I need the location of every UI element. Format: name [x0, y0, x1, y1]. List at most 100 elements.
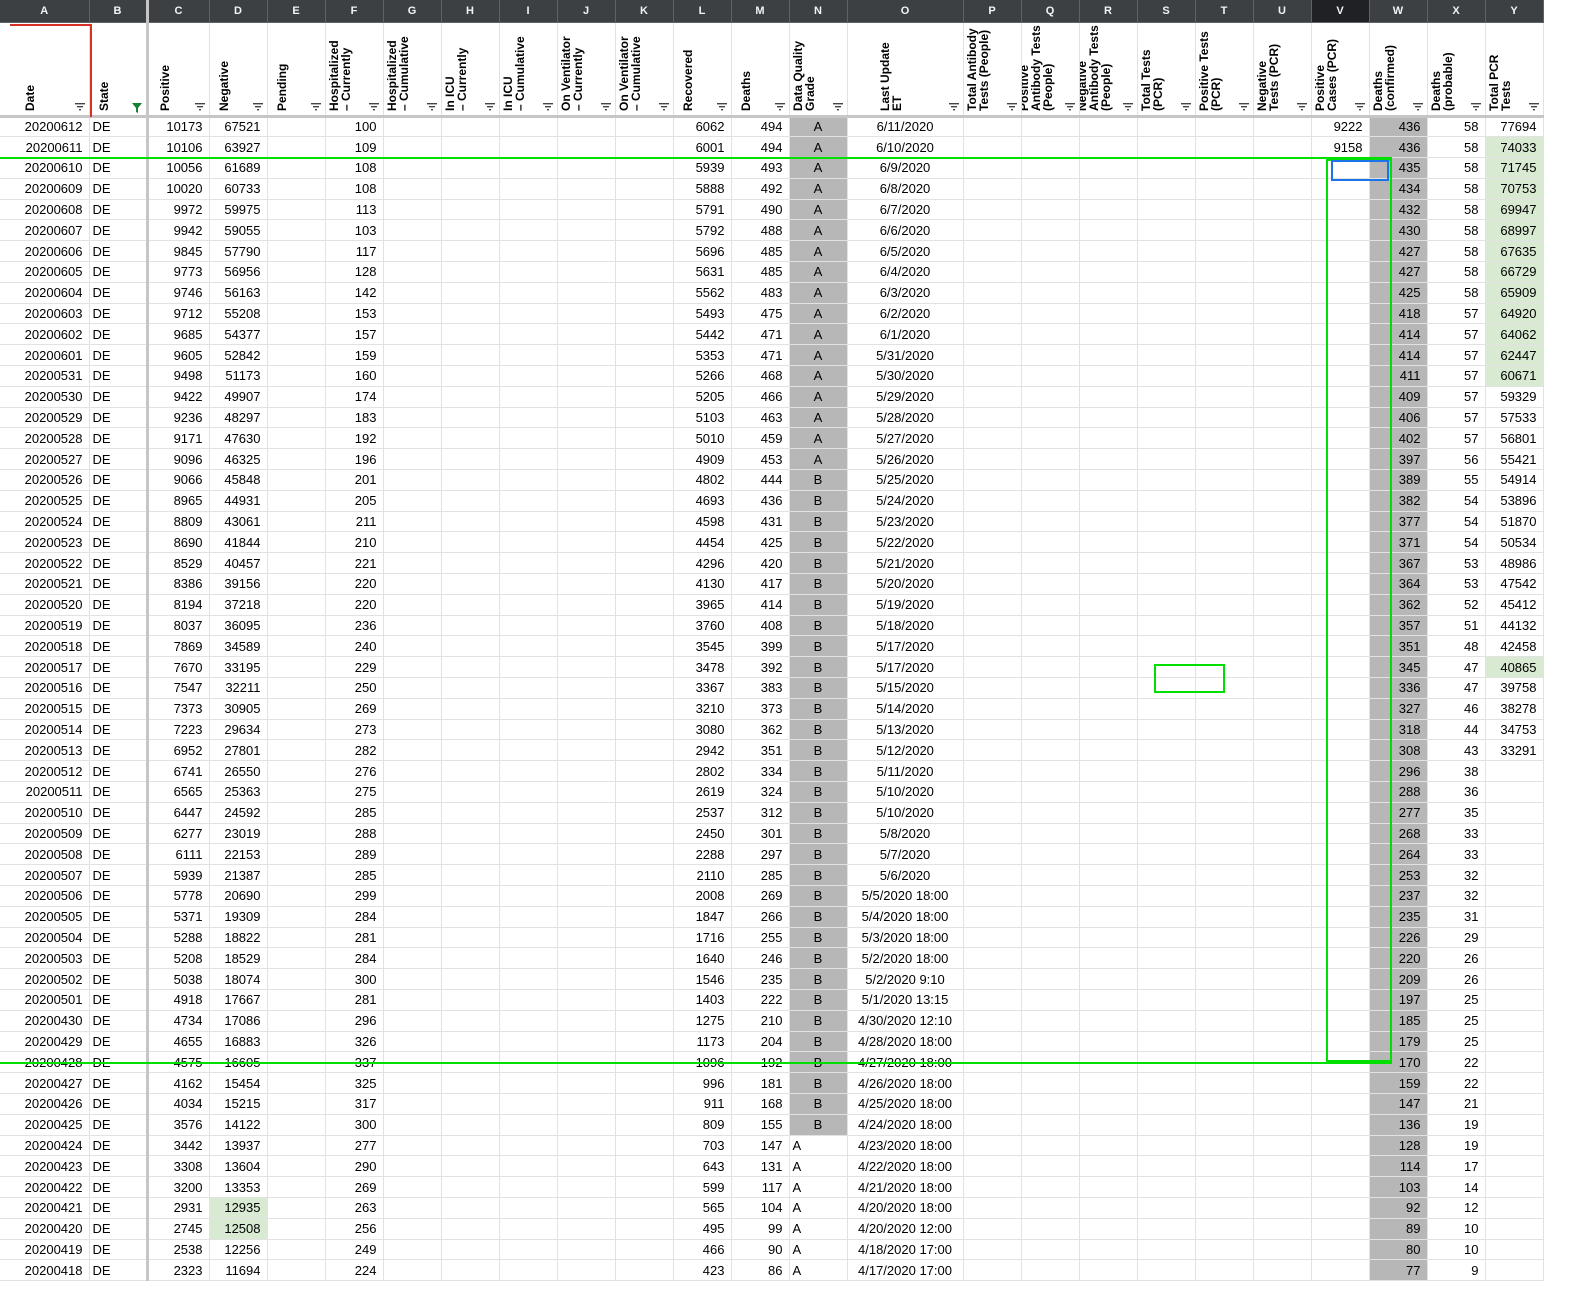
filter-icon[interactable]	[74, 102, 85, 111]
cell-h[interactable]	[441, 386, 500, 408]
cell-q[interactable]	[1021, 1135, 1080, 1157]
cell-o[interactable]: 5/2/2020 9:10	[847, 968, 964, 990]
cell-f[interactable]: 285	[325, 864, 384, 886]
filter-icon[interactable]	[1528, 102, 1539, 111]
cell-u[interactable]	[1253, 1239, 1312, 1261]
cell-p[interactable]	[963, 552, 1022, 575]
cell-n[interactable]: A	[789, 1259, 848, 1282]
cell-r[interactable]	[1079, 365, 1138, 387]
cell-t[interactable]	[1195, 199, 1254, 221]
cell-x[interactable]: 58	[1427, 282, 1486, 304]
cell-e[interactable]	[267, 303, 326, 325]
cell-d[interactable]: 46325	[209, 448, 268, 471]
cell-l[interactable]: 4454	[673, 531, 732, 554]
cell-j[interactable]	[557, 1051, 616, 1074]
cell-o[interactable]: 6/7/2020	[847, 199, 964, 221]
cell-q[interactable]	[1021, 677, 1080, 699]
cell-l[interactable]: 1275	[673, 1010, 732, 1032]
cell-i[interactable]	[499, 157, 558, 179]
cell-h[interactable]	[441, 594, 500, 616]
cell-m[interactable]: 466	[731, 386, 790, 408]
cell-w[interactable]: 220	[1369, 947, 1428, 970]
cell-v[interactable]	[1311, 615, 1370, 637]
cell-b[interactable]: DE	[89, 989, 148, 1011]
filter-icon[interactable]	[252, 102, 263, 111]
cell-u[interactable]	[1253, 1072, 1312, 1094]
cell-l[interactable]: 5103	[673, 407, 732, 429]
header-positive-tests-pcr[interactable]: Positive Tests (PCR)	[1195, 22, 1254, 118]
cell-k[interactable]	[615, 407, 674, 429]
cell-c[interactable]: 8194	[145, 594, 210, 616]
cell-n[interactable]: A	[789, 365, 848, 387]
cell-a[interactable]: 20200529	[0, 407, 90, 429]
cell-c[interactable]: 9972	[145, 199, 210, 221]
cell-k[interactable]	[615, 1114, 674, 1136]
cell-f[interactable]: 326	[325, 1031, 384, 1053]
cell-i[interactable]	[499, 552, 558, 575]
cell-p[interactable]	[963, 469, 1022, 491]
cell-a[interactable]: 20200505	[0, 906, 90, 928]
cell-h[interactable]	[441, 1093, 500, 1115]
cell-i[interactable]	[499, 843, 558, 866]
cell-v[interactable]	[1311, 1176, 1370, 1198]
cell-o[interactable]: 6/8/2020	[847, 178, 964, 200]
cell-v[interactable]	[1311, 323, 1370, 346]
cell-t[interactable]	[1195, 136, 1254, 159]
cell-m[interactable]: 210	[731, 1010, 790, 1032]
cell-d[interactable]: 59055	[209, 219, 268, 242]
cell-k[interactable]	[615, 739, 674, 762]
cell-w[interactable]: 296	[1369, 760, 1428, 782]
cell-f[interactable]: 159	[325, 344, 384, 367]
cell-e[interactable]	[267, 427, 326, 450]
cell-w[interactable]: 89	[1369, 1218, 1428, 1240]
cell-s[interactable]	[1137, 344, 1196, 367]
cell-k[interactable]	[615, 1259, 674, 1282]
cell-j[interactable]	[557, 116, 616, 138]
cell-a[interactable]: 20200525	[0, 490, 90, 512]
cell-r[interactable]	[1079, 615, 1138, 637]
cell-g[interactable]	[383, 885, 442, 907]
cell-x[interactable]: 31	[1427, 906, 1486, 928]
cell-k[interactable]	[615, 802, 674, 824]
cell-m[interactable]: 485	[731, 240, 790, 263]
cell-m[interactable]: 334	[731, 760, 790, 782]
cell-q[interactable]	[1021, 1114, 1080, 1136]
cell-l[interactable]: 643	[673, 1155, 732, 1178]
cell-i[interactable]	[499, 594, 558, 616]
cell-m[interactable]: 475	[731, 303, 790, 325]
cell-j[interactable]	[557, 760, 616, 782]
cell-s[interactable]	[1137, 199, 1196, 221]
cell-s[interactable]	[1137, 1051, 1196, 1074]
cell-m[interactable]: 266	[731, 906, 790, 928]
cell-e[interactable]	[267, 573, 326, 595]
cell-f[interactable]: 108	[325, 157, 384, 179]
column-letter-w[interactable]: W	[1369, 0, 1428, 23]
header-in-icu-currently[interactable]: In ICU – Currently	[441, 22, 500, 118]
cell-b[interactable]: DE	[89, 1259, 148, 1282]
cell-w[interactable]: 435	[1369, 157, 1428, 179]
cell-k[interactable]	[615, 698, 674, 720]
cell-u[interactable]	[1253, 1093, 1312, 1115]
cell-j[interactable]	[557, 1197, 616, 1219]
cell-f[interactable]: 296	[325, 1010, 384, 1032]
cell-w[interactable]: 327	[1369, 698, 1428, 720]
cell-x[interactable]: 53	[1427, 552, 1486, 575]
cell-i[interactable]	[499, 531, 558, 554]
cell-l[interactable]: 5631	[673, 261, 732, 283]
cell-k[interactable]	[615, 843, 674, 866]
cell-d[interactable]: 56163	[209, 282, 268, 304]
cell-c[interactable]: 2931	[145, 1197, 210, 1219]
cell-y[interactable]	[1485, 906, 1544, 928]
cell-j[interactable]	[557, 615, 616, 637]
cell-n[interactable]: B	[789, 677, 848, 699]
cell-g[interactable]	[383, 1135, 442, 1157]
cell-b[interactable]: DE	[89, 760, 148, 782]
cell-h[interactable]	[441, 116, 500, 138]
cell-d[interactable]: 17086	[209, 1010, 268, 1032]
cell-e[interactable]	[267, 199, 326, 221]
cell-r[interactable]	[1079, 635, 1138, 658]
cell-y[interactable]	[1485, 864, 1544, 886]
cell-l[interactable]: 5353	[673, 344, 732, 367]
cell-k[interactable]	[615, 303, 674, 325]
cell-i[interactable]	[499, 490, 558, 512]
